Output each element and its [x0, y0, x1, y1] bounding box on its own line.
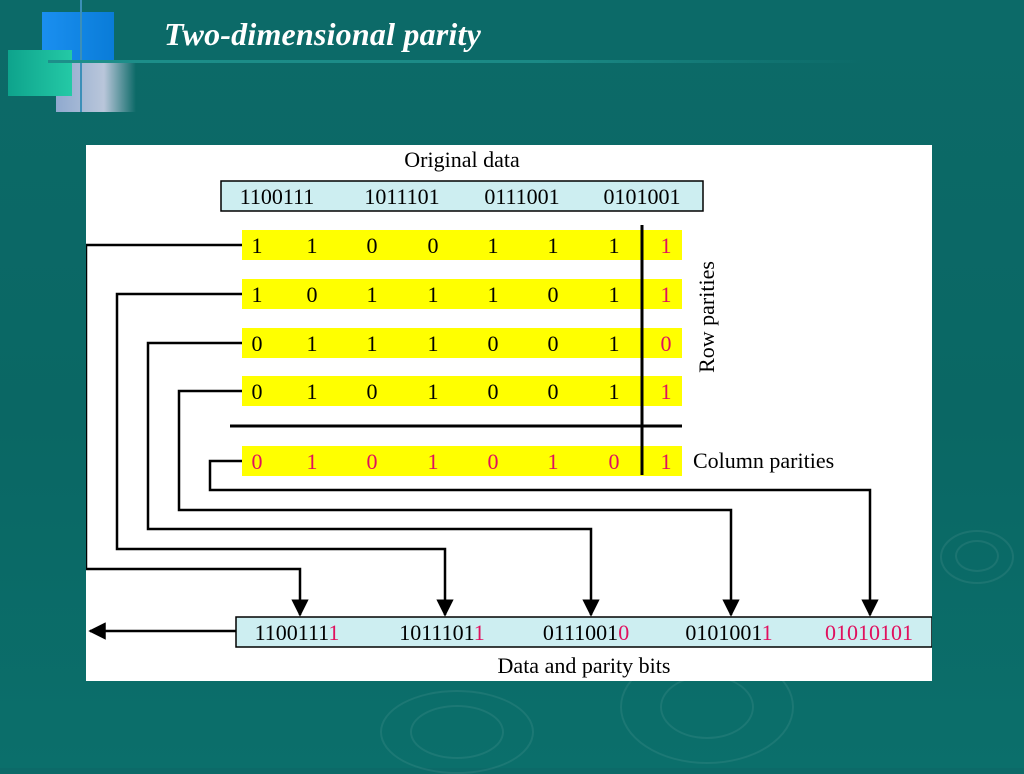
output-parity-bits: 1 — [474, 620, 485, 645]
output-label: Data and parity bits — [498, 653, 671, 678]
output-data-bits: 0101001 — [685, 620, 761, 645]
output-parity-bits: 1 — [328, 620, 339, 645]
parity-rows: 1 1 0 0 1 1 1 1 1 0 1 1 1 0 1 1 0 1 1 1 0 0 1 0 0 1 0 1 0 0 1 1 0 1 0 1 0 1 0 1 — [242, 230, 682, 476]
output-box — [235, 616, 932, 648]
data-bit: 1 — [252, 233, 263, 258]
background-ripple — [410, 705, 504, 759]
data-bit: 1 — [609, 331, 620, 356]
original-data-words: 1100111 1011101 0111001 0101001 — [240, 184, 681, 209]
column-parity-bit: 1 — [548, 449, 559, 474]
data-row — [242, 230, 682, 260]
data-bit: 1 — [609, 379, 620, 404]
logo-vertical-line — [80, 0, 82, 112]
data-bit: 0 — [367, 233, 378, 258]
logo-square-green — [8, 50, 72, 96]
data-bit: 0 — [548, 282, 559, 307]
background-ripple — [660, 675, 754, 739]
output-data-bits: 0111001 — [543, 620, 618, 645]
output-word: 01010011 — [685, 620, 772, 645]
data-bit: 1 — [428, 331, 439, 356]
data-row — [242, 279, 682, 309]
data-bit: 0 — [488, 379, 499, 404]
output-parity-bits: 01010101 — [825, 620, 913, 645]
output-data-bits: 1100111 — [255, 620, 329, 645]
connector-lines — [86, 243, 879, 617]
data-bit: 1 — [367, 282, 378, 307]
slide-title: Two-dimensional parity — [164, 16, 482, 52]
data-bit: 1 — [488, 282, 499, 307]
data-bit: 1 — [307, 233, 318, 258]
data-bit: 0 — [367, 379, 378, 404]
data-bit: 1 — [488, 233, 499, 258]
connector-arrow — [146, 341, 600, 617]
data-bit: 0 — [548, 331, 559, 356]
column-parity-bit: 1 — [307, 449, 318, 474]
output-parity-bits: 1 — [762, 620, 773, 645]
original-word: 1011101 — [364, 184, 439, 209]
column-parity-row — [242, 446, 682, 476]
data-bit: 0 — [428, 233, 439, 258]
output-word: 01010101 — [825, 620, 913, 645]
output-word: 11001111 — [255, 620, 340, 645]
column-parity-bit: 0 — [252, 449, 263, 474]
original-data-box — [220, 180, 704, 212]
connector-arrow — [208, 459, 879, 617]
output-word: 10111011 — [399, 620, 485, 645]
row-parity-bit: 1 — [661, 282, 672, 307]
title-underline — [48, 60, 868, 63]
original-word: 0111001 — [484, 184, 559, 209]
data-bit: 1 — [609, 233, 620, 258]
data-bit: 1 — [252, 282, 263, 307]
original-data-label: Original data — [404, 147, 520, 172]
connector-arrow — [86, 243, 309, 617]
data-bit: 0 — [252, 379, 263, 404]
data-bit: 0 — [488, 331, 499, 356]
column-parity-bit: 0 — [488, 449, 499, 474]
data-bit: 0 — [252, 331, 263, 356]
data-bit: 0 — [307, 282, 318, 307]
column-parities-label: Column parities — [693, 448, 834, 473]
connector-arrow — [115, 292, 454, 617]
row-parity-bit: 1 — [661, 233, 672, 258]
data-bit: 1 — [307, 379, 318, 404]
original-word: 1100111 — [240, 184, 315, 209]
row-parity-bit: 0 — [661, 331, 672, 356]
data-bit: 0 — [548, 379, 559, 404]
data-bit: 1 — [609, 282, 620, 307]
data-bit: 1 — [428, 379, 439, 404]
column-parity-bit: 0 — [367, 449, 378, 474]
data-row — [242, 376, 682, 406]
row-parities-label: Row parities — [694, 261, 719, 373]
column-parity-overall-bit: 1 — [661, 449, 672, 474]
data-bit: 1 — [367, 331, 378, 356]
column-parity-bit: 0 — [609, 449, 620, 474]
background-ripple — [940, 530, 1014, 584]
data-bit: 1 — [548, 233, 559, 258]
original-word: 0101001 — [604, 184, 681, 209]
output-data-bits: 1011101 — [399, 620, 474, 645]
connector-arrow — [177, 389, 740, 617]
output-word: 01110010 — [543, 620, 629, 645]
background-ripple — [955, 540, 999, 572]
data-bit: 1 — [307, 331, 318, 356]
column-parity-bit: 1 — [428, 449, 439, 474]
data-bit: 1 — [428, 282, 439, 307]
data-row — [242, 328, 682, 358]
output-parity-bits: 0 — [618, 620, 629, 645]
row-parity-bit: 1 — [661, 379, 672, 404]
